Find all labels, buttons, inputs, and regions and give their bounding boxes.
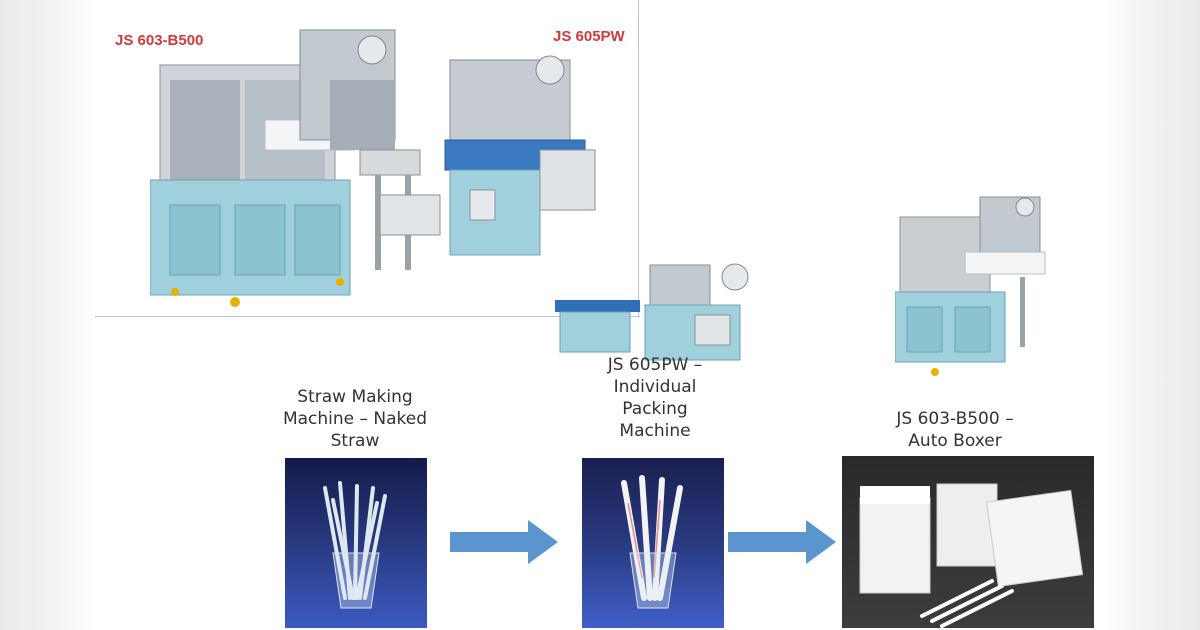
right-arrow-2 [728,520,836,564]
tag-js603: JS 603-B500 [115,32,204,49]
divider-horizontal [95,316,640,317]
tag-js605: JS 605PW [553,28,625,45]
step-label-straw-making: Straw Making Machine – Naked Straw [282,387,428,451]
auto-boxer-illustration [895,196,1046,376]
wrapped-straw-photo [582,458,724,628]
step-label-individual-packing: JS 605PW – Individual Packing Machine [607,355,703,441]
right-arrow-1 [450,520,558,564]
packing-machine-illustration [555,263,749,361]
naked-straw-photo [285,458,427,628]
production-line-machine-illustration [150,29,596,307]
wrapped-straw-cup-icon [621,475,683,609]
step-label-auto-boxer: JS 603-B500 – Auto Boxer [896,409,1014,451]
straw-boxes-icon [859,483,1084,628]
straw-cup-icon [323,481,387,609]
divider-vertical [638,0,639,317]
boxed-straw-photo [842,456,1094,628]
